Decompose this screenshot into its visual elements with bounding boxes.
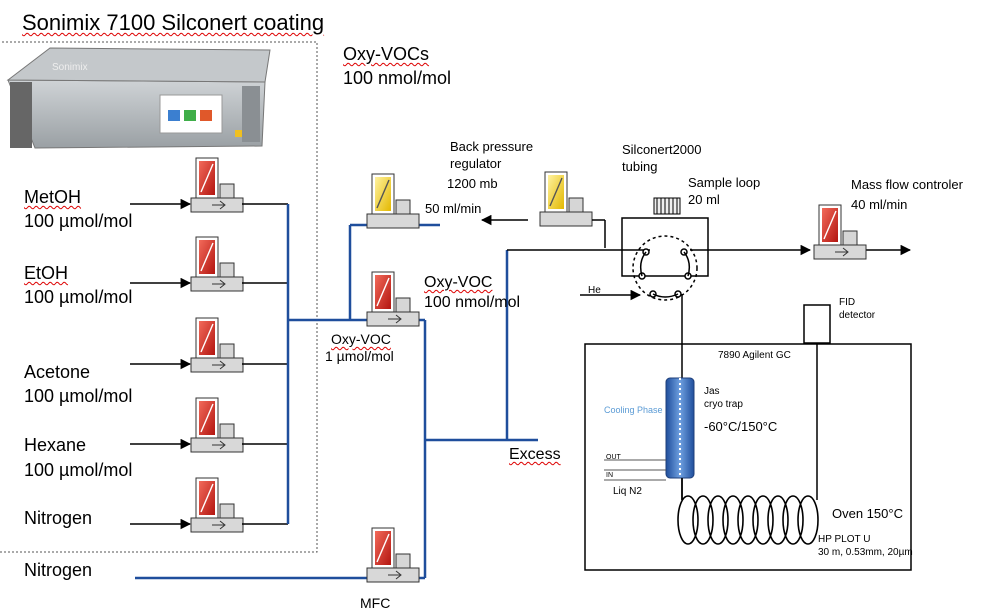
sample-loop-line2: 20 ml — [688, 192, 720, 207]
nitrogen-bottom-label: Nitrogen — [24, 560, 93, 580]
page-title: Sonimix 7100 Silconert coating — [22, 10, 325, 35]
mass-flow-line2: 40 ml/min — [851, 197, 908, 212]
gas-name: Nitrogen — [24, 508, 93, 528]
gas-name: Hexane — [24, 435, 87, 455]
mfc-icon-hexane — [190, 397, 244, 453]
mfc-icon-yellow — [366, 173, 420, 229]
temp-label: -60°C/150°C — [704, 419, 778, 434]
fid-line2: detector — [839, 310, 876, 321]
jas-line1: Jas — [704, 386, 720, 397]
oxy-voc-100-conc: 100 nmol/mol — [424, 294, 521, 311]
fid-line1: FID — [839, 297, 856, 308]
silconert-line2: tubing — [622, 159, 658, 174]
mass-flow-line1: Mass flow controler — [851, 177, 963, 192]
mass-flow-controller-icon — [813, 204, 867, 260]
sonimix-enclosure — [0, 41, 318, 553]
oxy-voc-100-label: Oxy-VOC — [424, 274, 493, 291]
mfc-label: MFC — [360, 595, 391, 611]
gas-conc: 100 µmol/mol — [24, 211, 133, 231]
gas-conc: 100 µmol/mol — [24, 460, 133, 480]
oxy-vocs-conc: 100 nmol/mol — [343, 68, 452, 88]
mfc-icon-oxyvoc — [366, 271, 420, 327]
out-label: OUT — [606, 454, 621, 461]
fid-detector-box — [803, 304, 831, 344]
column-line1: HP PLOT U — [818, 534, 871, 545]
column-line2: 30 m, 0.53mm, 20µm — [818, 547, 913, 558]
mfc-icon-etoh — [190, 236, 244, 292]
device-brand: Sonimix — [52, 62, 88, 73]
oxy-vocs-label: Oxy-VOCs — [343, 44, 430, 64]
silconert-line1: Silconert2000 — [622, 142, 702, 157]
he-label: He — [588, 285, 601, 296]
mfc-icon-bottom — [366, 527, 420, 583]
gas-name: Acetone — [24, 362, 91, 382]
oxy-voc-1-label: Oxy-VOC — [331, 331, 391, 347]
flow-50-label: 50 ml/min — [425, 201, 482, 216]
gas-conc: 100 µmol/mol — [24, 386, 133, 406]
excess-label: Excess — [509, 446, 561, 463]
back-pressure-line2: regulator — [450, 156, 502, 171]
jas-line2: cryo trap — [704, 399, 743, 410]
back-pressure-regulator-icon — [539, 171, 593, 227]
sonimix-device-image — [6, 47, 271, 149]
column-coil — [677, 478, 819, 545]
gas-name: EtOH — [24, 263, 69, 283]
mfc-icon-nitrogen — [190, 477, 244, 533]
cooling-phase-label: Cooling Phase — [604, 405, 663, 415]
gas-name: MetOH — [24, 187, 82, 207]
in-label: IN — [606, 472, 613, 479]
gc-label: 7890 Agilent GC — [718, 350, 791, 361]
back-pressure-line1: Back pressure — [450, 139, 534, 154]
mfc-icon-acetone — [190, 317, 244, 373]
mfc-icon-metoh — [190, 157, 244, 213]
back-pressure-line3: 1200 mb — [447, 176, 498, 191]
blue-tubing — [135, 204, 538, 580]
sample-loop-line1: Sample loop — [688, 175, 761, 190]
gas-conc: 100 µmol/mol — [24, 287, 133, 307]
gc-box — [584, 343, 912, 571]
liq-n2-label: Liq N2 — [613, 486, 642, 497]
silconert-tubing-icon — [653, 197, 681, 215]
sample-loop-valve — [621, 217, 709, 500]
oven-label: Oven 150°C — [832, 506, 903, 521]
oxy-voc-1-conc: 1 µmol/mol — [325, 348, 394, 364]
